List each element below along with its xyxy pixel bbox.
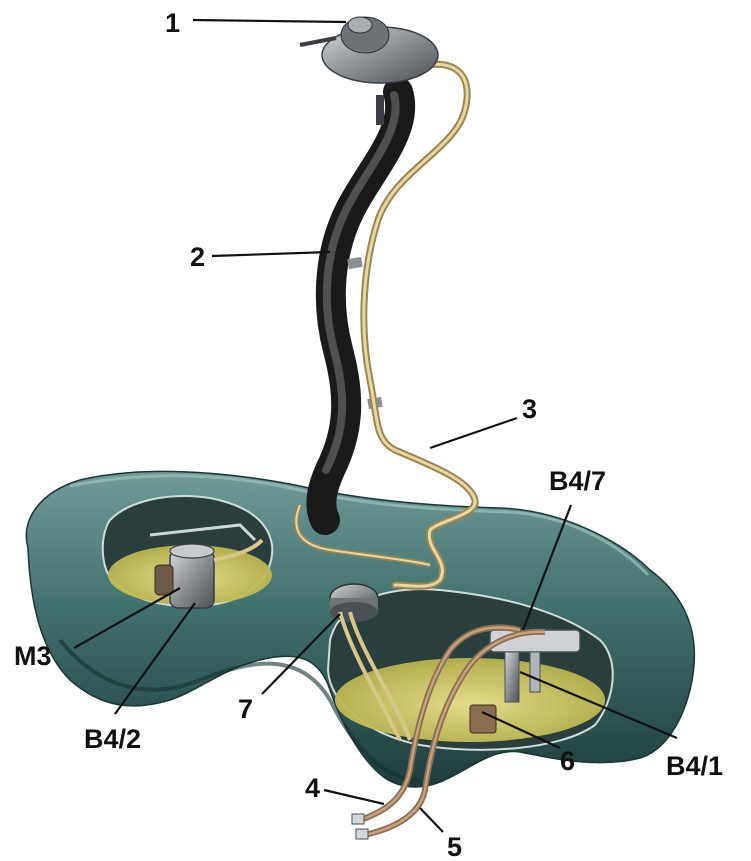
callout-B4-7: B4/7 <box>549 466 606 496</box>
callout-6: 6 <box>560 746 575 776</box>
callout-4: 4 <box>305 773 320 803</box>
callout-1: 1 <box>165 8 180 38</box>
leader-4 <box>324 790 384 804</box>
callout-B4-1: B4/1 <box>666 751 723 781</box>
filler-neck-cap <box>300 17 438 125</box>
callout-5: 5 <box>447 832 462 861</box>
callout-3: 3 <box>522 394 537 424</box>
callout-2: 2 <box>190 242 205 272</box>
leader-2 <box>212 252 330 256</box>
callout-B4-2: B4/2 <box>84 724 141 754</box>
leader-3 <box>430 418 517 448</box>
leader-1 <box>193 20 346 22</box>
leader-5 <box>420 808 443 832</box>
callout-7: 7 <box>238 694 253 724</box>
callout-M3: M3 <box>14 641 52 671</box>
